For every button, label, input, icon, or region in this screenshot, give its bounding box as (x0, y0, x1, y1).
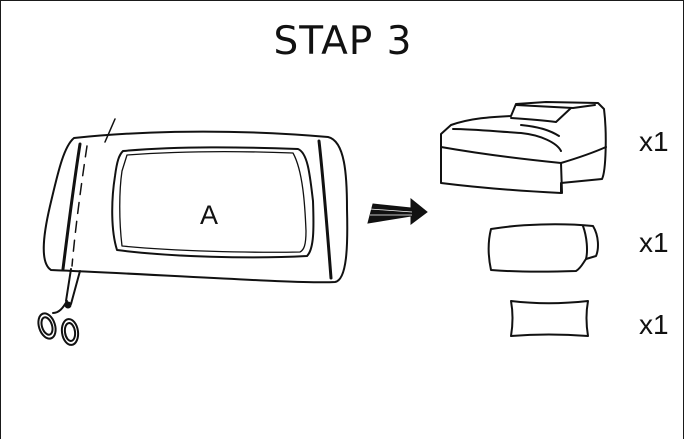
quantity-label: x1 (639, 309, 669, 340)
fabric-piece-icon (42, 118, 349, 284)
sofa-section-icon (440, 101, 607, 194)
step-title: STAP 3 (273, 19, 413, 64)
small-cushion-icon (510, 300, 589, 337)
armrest-cushion-icon (487, 223, 599, 273)
arrow-right-icon (367, 197, 428, 225)
quantity-label: x1 (639, 227, 669, 258)
scissors-icon (37, 268, 81, 346)
fabric-label: A (200, 200, 219, 230)
quantity-label: x1 (639, 126, 669, 157)
